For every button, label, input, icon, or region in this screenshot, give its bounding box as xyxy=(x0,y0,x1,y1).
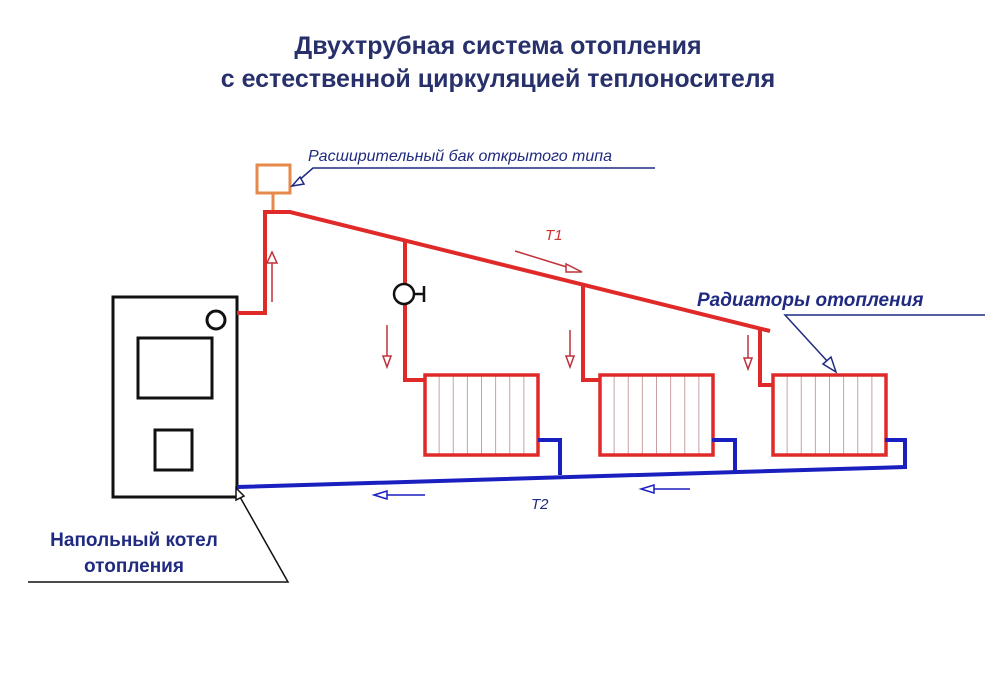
radiators-leader xyxy=(783,314,985,374)
return-label: T2 xyxy=(531,496,549,513)
radiator xyxy=(598,373,715,457)
radiators-label: Радиаторы отопления xyxy=(697,290,923,311)
arrow-left-icon xyxy=(638,483,690,495)
expansion-tank-label: Расширительный бак открытого типа xyxy=(308,148,612,165)
return-pipe xyxy=(236,438,907,489)
supply-label: T1 xyxy=(545,227,563,244)
radiator xyxy=(423,373,540,457)
arrow-down-icon xyxy=(564,330,576,370)
valve-icon xyxy=(392,282,426,306)
radiator xyxy=(771,373,888,457)
expansion-tank-leader xyxy=(290,167,655,188)
title-line-1: Двухтрубная система отопления xyxy=(294,32,701,60)
flow-arrows-supply xyxy=(265,250,754,372)
arrow-up-icon xyxy=(265,250,279,302)
boiler xyxy=(111,295,239,499)
expansion-tank xyxy=(255,163,292,212)
boiler-label-line-1: Напольный котел xyxy=(50,530,218,551)
flow-arrows-return xyxy=(371,483,690,501)
title-line-2: с естественной циркуляцией теплоносителя xyxy=(221,65,776,93)
supply-pipe xyxy=(237,210,773,387)
boiler-label-line-2: отопления xyxy=(84,556,184,577)
arrow-down-icon xyxy=(742,335,754,372)
boiler-leader xyxy=(28,486,290,583)
arrow-down-icon xyxy=(381,325,393,370)
arrow-right-icon xyxy=(514,250,583,273)
arrow-left-icon xyxy=(371,489,425,501)
